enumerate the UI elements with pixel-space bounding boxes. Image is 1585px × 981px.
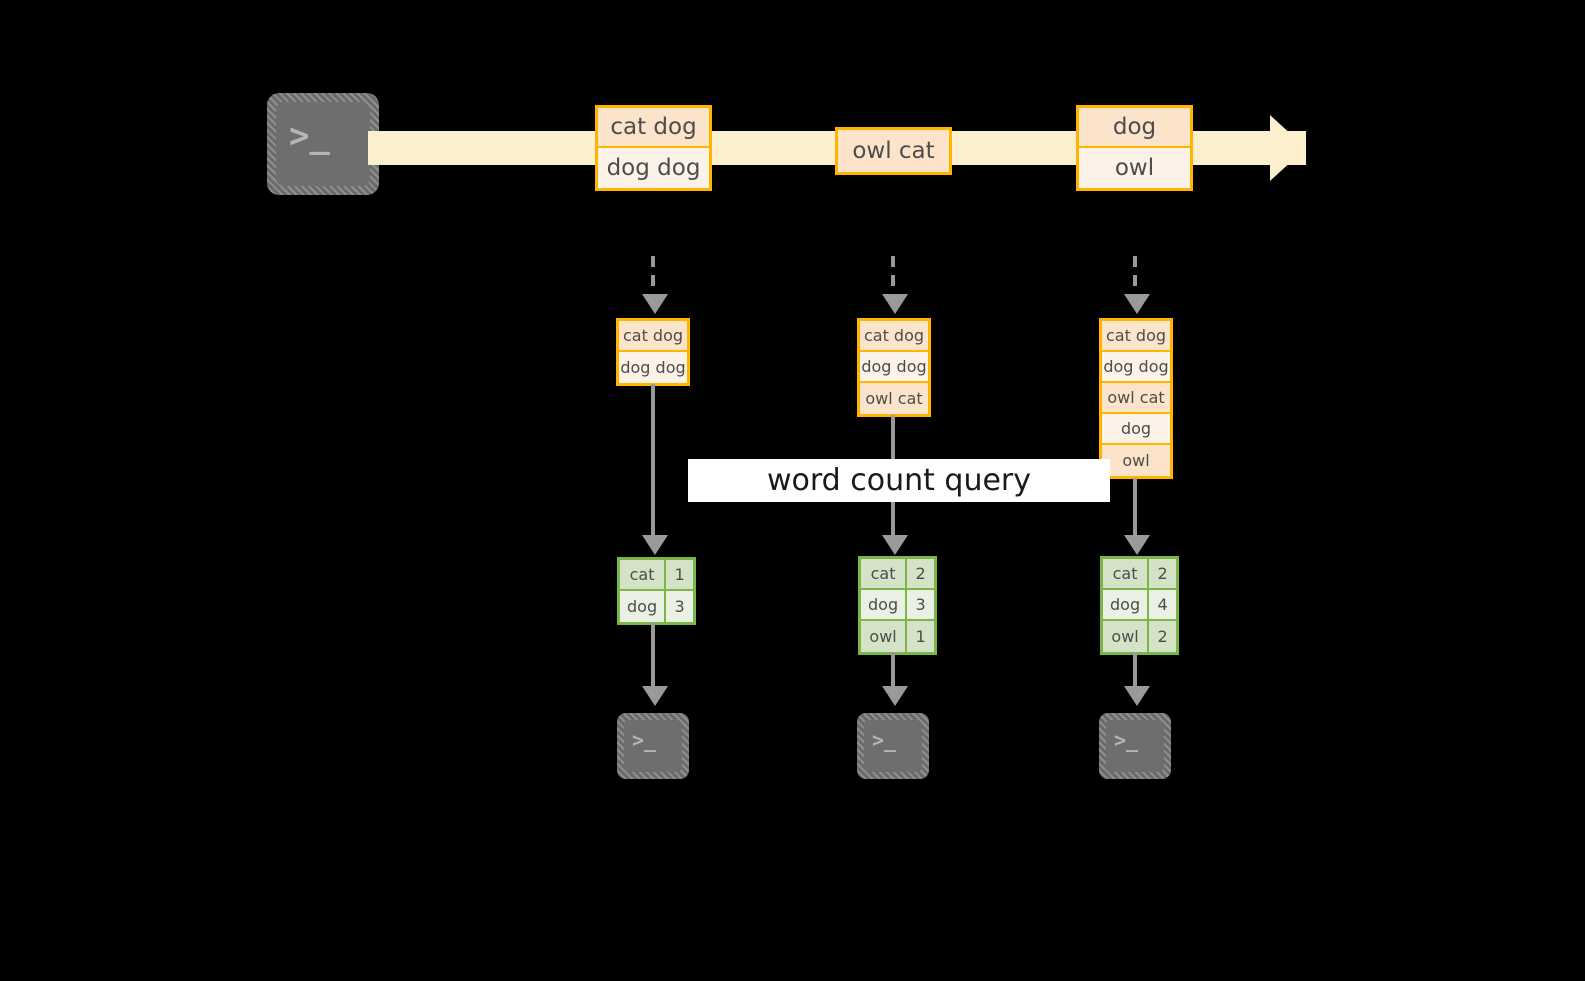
terminal-prompt-glyph: >_ [289, 116, 330, 156]
stream-record-group-3: dog owl [1076, 105, 1193, 191]
result-count: 3 [915, 595, 926, 614]
stream-record: owl cat [838, 130, 949, 172]
snapshot-trigger-arrowhead-3 [1124, 294, 1150, 314]
result-row: owl 1 [861, 621, 934, 652]
result-row: cat 2 [1103, 559, 1176, 590]
result-row: dog 4 [1103, 590, 1176, 621]
snapshot-trigger-arrowhead-2 [882, 294, 908, 314]
result-row: dog 3 [620, 591, 693, 622]
terminal-prompt-glyph: >_ [1114, 728, 1139, 752]
terminal-screen: >_ [1106, 720, 1164, 772]
result-word: dog [861, 590, 908, 619]
result-row: cat 2 [861, 559, 934, 590]
sink-flow-arrowhead-2 [882, 686, 908, 706]
result-word: cat [620, 560, 667, 589]
snapshot-trigger-arrow-3 [1133, 256, 1137, 296]
result-count: 4 [1157, 595, 1168, 614]
snapshot-trigger-arrow-2 [891, 256, 895, 296]
word-count-result-2: cat 2 dog 3 owl 1 [858, 556, 937, 655]
sink-terminal-icon-2: >_ [857, 713, 929, 779]
result-word: owl [861, 621, 908, 652]
terminal-screen: >_ [864, 720, 922, 772]
query-flow-line-3 [1133, 478, 1137, 537]
source-terminal-icon: >_ [267, 93, 379, 195]
sink-flow-arrowhead-1 [642, 686, 668, 706]
accumulated-record: cat dog [1102, 321, 1170, 352]
snapshot-trigger-arrowhead-1 [642, 294, 668, 314]
stream-record: owl [1079, 148, 1190, 188]
query-flow-arrowhead-3 [1124, 535, 1150, 555]
word-count-result-1: cat 1 dog 3 [617, 557, 696, 625]
result-word: dog [1103, 590, 1150, 619]
stream-record: cat dog [598, 108, 709, 148]
stream-record-group-2: owl cat [835, 127, 952, 175]
terminal-screen: >_ [276, 102, 370, 186]
snapshot-trigger-arrow-1 [651, 256, 655, 296]
accumulated-record: dog dog [1102, 352, 1170, 383]
result-word: cat [861, 559, 908, 588]
accumulated-records-3: cat dog dog dog owl cat dog owl [1099, 318, 1173, 479]
result-count: 2 [1157, 564, 1168, 583]
stream-record: dog [1079, 108, 1190, 148]
accumulated-records-1: cat dog dog dog [616, 318, 690, 386]
terminal-prompt-glyph: >_ [632, 728, 657, 752]
result-count: 1 [674, 565, 685, 584]
query-flow-arrowhead-1 [642, 535, 668, 555]
result-word: dog [620, 591, 667, 622]
result-row: cat 1 [620, 560, 693, 591]
accumulated-records-2: cat dog dog dog owl cat [857, 318, 931, 417]
accumulated-record: dog dog [860, 352, 928, 383]
sink-terminal-icon-1: >_ [617, 713, 689, 779]
word-count-result-3: cat 2 dog 4 owl 2 [1100, 556, 1179, 655]
result-row: owl 2 [1103, 621, 1176, 652]
query-label: word count query [688, 459, 1110, 502]
result-word: owl [1103, 621, 1150, 652]
result-count: 2 [1157, 627, 1168, 646]
accumulated-record: owl cat [1102, 383, 1170, 414]
accumulated-record: cat dog [619, 321, 687, 352]
terminal-screen: >_ [624, 720, 682, 772]
result-count: 3 [674, 597, 685, 616]
accumulated-record: owl [1102, 445, 1170, 476]
query-flow-line-1 [651, 384, 655, 537]
sink-flow-line-1 [651, 622, 655, 690]
sink-flow-line-3 [1133, 652, 1137, 690]
accumulated-record: cat dog [860, 321, 928, 352]
accumulated-record: owl cat [860, 383, 928, 414]
sink-flow-arrowhead-3 [1124, 686, 1150, 706]
stream-record-group-1: cat dog dog dog [595, 105, 712, 191]
stream-record: dog dog [598, 148, 709, 188]
result-word: cat [1103, 559, 1150, 588]
result-row: dog 3 [861, 590, 934, 621]
result-count: 1 [915, 627, 926, 646]
stream-band-arrowhead [1270, 115, 1306, 181]
accumulated-record: dog dog [619, 352, 687, 383]
terminal-prompt-glyph: >_ [872, 728, 897, 752]
query-flow-arrowhead-2 [882, 535, 908, 555]
result-count: 2 [915, 564, 926, 583]
accumulated-record: dog [1102, 414, 1170, 445]
sink-flow-line-2 [891, 652, 895, 690]
sink-terminal-icon-3: >_ [1099, 713, 1171, 779]
